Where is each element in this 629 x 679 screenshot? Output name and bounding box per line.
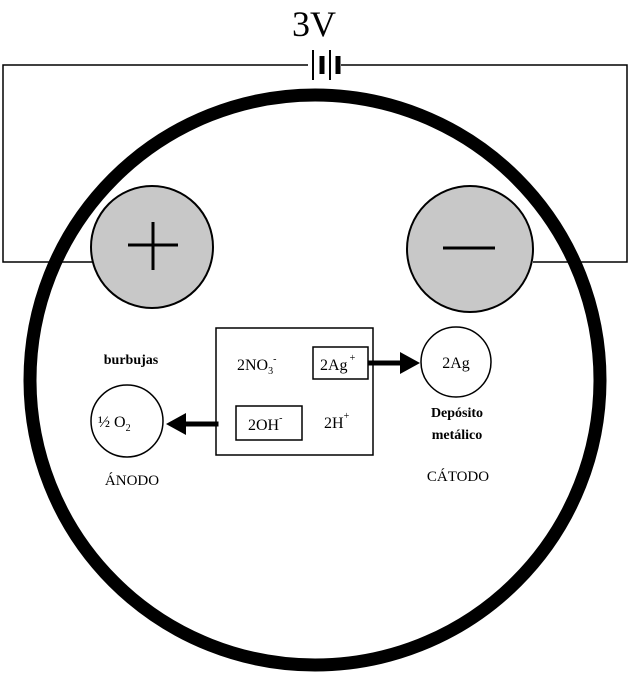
anode-label: ÁNODO xyxy=(105,472,159,489)
oxygen-product-label: ½ O2 xyxy=(98,414,131,434)
silver-product-circle xyxy=(420,326,492,398)
ions-box xyxy=(215,327,374,456)
hydroxide-ion-label: 2OH- xyxy=(248,413,282,434)
hydroxide-ion-box xyxy=(235,405,303,441)
hydrogen-ion-label: 2H+ xyxy=(324,411,350,432)
silver-product-label: 2Ag xyxy=(442,355,470,372)
battery-voltage-label: 3V xyxy=(292,4,336,44)
arrow-right-icon xyxy=(367,352,420,374)
nitrate-ion-label: 2NO3- xyxy=(237,354,276,377)
plus-sign-icon xyxy=(128,222,178,270)
deposit-label-line2: metálico xyxy=(432,428,483,443)
silver-ion-label: 2Ag+ xyxy=(320,353,356,374)
battery-icon xyxy=(312,50,341,80)
bubbles-label: burbujas xyxy=(104,353,159,368)
deposit-label-line1: Depósito xyxy=(431,406,483,421)
oxygen-product-circle xyxy=(90,384,164,458)
cathode-label: CÁTODO xyxy=(427,468,489,485)
electrolytic-cell xyxy=(23,88,607,672)
arrow-left-icon xyxy=(166,413,219,435)
